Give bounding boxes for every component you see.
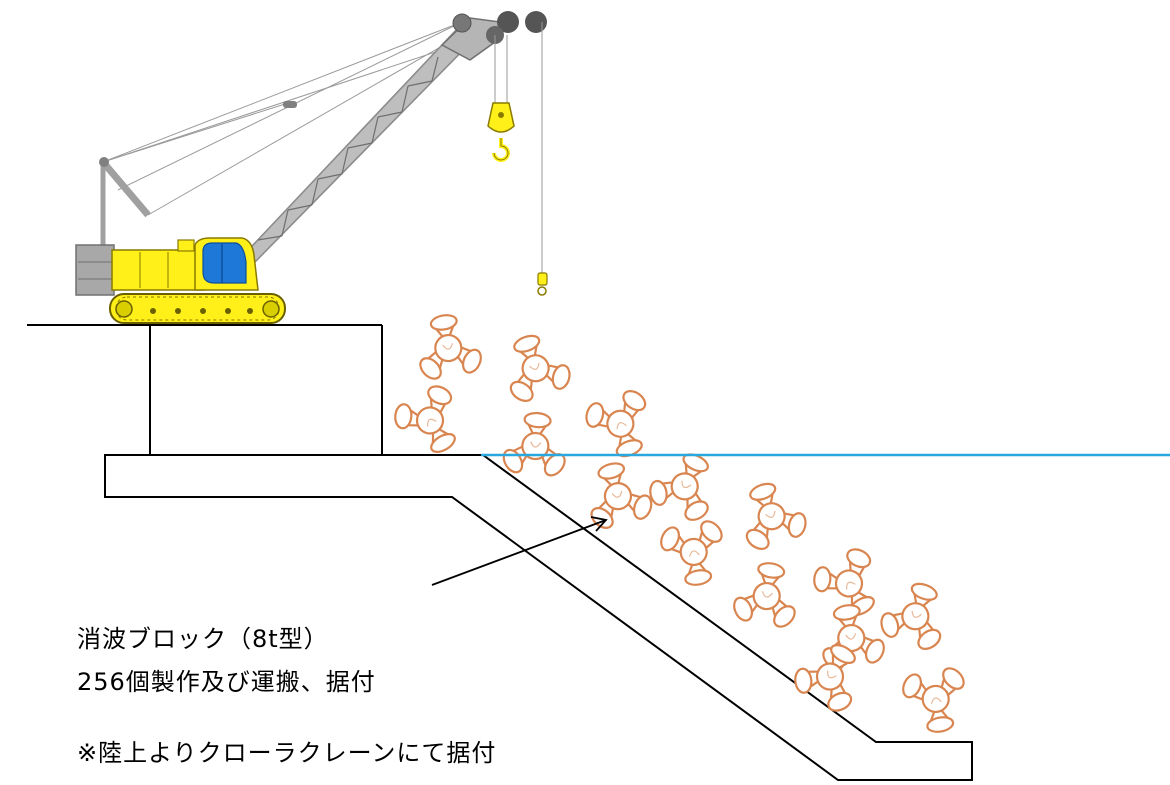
block bbox=[490, 324, 580, 411]
block bbox=[383, 374, 478, 468]
crawler-crane-icon bbox=[75, 11, 548, 324]
caption-method-note: ※陸上よりクローラクレーンにて据付 bbox=[77, 739, 497, 767]
caption-quantity: 256個製作及び運搬、据付 bbox=[77, 668, 376, 696]
wave-dissipating-blocks bbox=[383, 308, 977, 739]
block bbox=[407, 308, 489, 387]
block bbox=[497, 409, 574, 482]
block bbox=[895, 660, 977, 739]
block bbox=[871, 572, 961, 659]
rubble-mound bbox=[104, 454, 973, 781]
block bbox=[575, 454, 661, 537]
caption-block-type: 消波ブロック（8t型） bbox=[77, 625, 329, 653]
block bbox=[653, 513, 735, 592]
block bbox=[726, 472, 816, 559]
quay-wall bbox=[27, 324, 383, 455]
block bbox=[726, 556, 808, 635]
leader-arrow bbox=[431, 516, 608, 586]
